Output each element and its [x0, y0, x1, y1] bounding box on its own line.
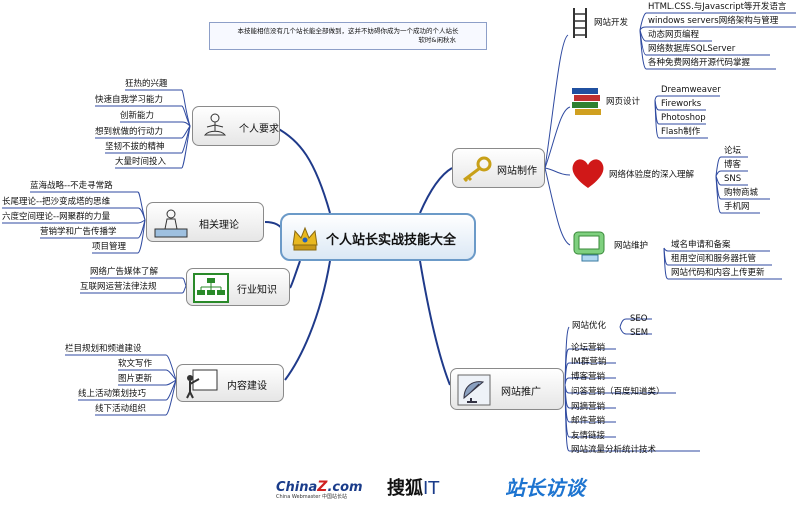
content-item-4: 线上活动策划技巧 — [78, 389, 147, 399]
design-item-4: Flash制作 — [661, 127, 701, 137]
sohu-it-logo[interactable]: 搜狐IT — [387, 474, 439, 500]
promo-item-8: 网站流量分析统计技术 — [571, 445, 657, 455]
promo-item-1: 论坛营销 — [571, 343, 606, 353]
chinaz-logo-z: Z — [317, 479, 328, 495]
note-line-1: 本技能相信没有几个站长能全部做到，这并不妨碍你成为一个成功的个人站长 — [237, 27, 459, 35]
dev-item-2: windows servers网络架构与管理 — [648, 16, 779, 26]
design-item-3: Photoshop — [661, 113, 706, 123]
node-make-title: 网站制作 — [497, 166, 537, 177]
org-chart-icon — [193, 273, 229, 303]
theory-item-5: 项目管理 — [92, 242, 127, 252]
personal-item-6: 大量时间投入 — [115, 157, 167, 167]
opt-item-2: SEM — [630, 328, 649, 338]
content-item-2: 软文写作 — [118, 359, 153, 369]
maintain-title: 网站维护 — [614, 241, 649, 251]
node-promo[interactable]: 网站推广 — [450, 368, 564, 410]
theory-item-2: 长尾理论--把沙变成塔的思维 — [2, 197, 111, 207]
heart-icon — [572, 159, 604, 188]
note-line-2: 软时&闲秋水 — [418, 36, 456, 44]
personal-item-3: 创新能力 — [120, 111, 155, 121]
dev-item-1: HTML.CSS.与Javascript等开发语言 — [648, 2, 787, 12]
dev-item-5: 各种免费网络开源代码掌握 — [648, 58, 751, 68]
maintain-item-3: 网站代码和内容上传更新 — [671, 268, 765, 278]
node-content-title: 内容建设 — [227, 381, 267, 392]
chinaz-logo-com: .com — [327, 480, 363, 495]
sohu-logo-text: 搜狐 — [387, 478, 423, 499]
node-industry[interactable]: 行业知识 — [186, 268, 290, 306]
note-box: 本技能相信没有几个站长能全部做到，这并不妨碍你成为一个成功的个人站长 软时&闲秋… — [209, 22, 487, 50]
center-node[interactable]: 个人站长实战技能大全 — [280, 213, 476, 261]
node-make[interactable]: 网站制作 — [452, 148, 545, 188]
promo-item-6: 邮件营销 — [571, 416, 606, 426]
chinaz-logo-main: China — [276, 480, 318, 495]
presenter-board-icon — [186, 369, 218, 399]
design-title: 网页设计 — [606, 97, 641, 107]
theory-item-3: 六度空间理论--网聚群的力量 — [2, 212, 111, 222]
center-title: 个人站长实战技能大全 — [326, 233, 457, 248]
node-content[interactable]: 内容建设 — [176, 364, 284, 402]
chinaz-logo-sub: China Webmaster 中国站长站 — [276, 494, 347, 500]
community-item-5: 手机网 — [724, 202, 750, 212]
promo-item-4: 问答营销（百度知道类） — [571, 387, 665, 397]
opt-title: 网站优化 — [572, 321, 607, 331]
community-item-1: 论坛 — [724, 146, 742, 156]
theory-item-1: 蓝海战略--不走寻常路 — [30, 181, 113, 191]
content-item-5: 线下活动组织 — [95, 404, 147, 414]
dev-title: 网站开发 — [594, 18, 629, 28]
content-item-3: 图片更新 — [118, 374, 153, 384]
design-item-2: Fireworks — [661, 99, 702, 109]
key-icon — [463, 156, 492, 183]
community-item-4: 购物商城 — [724, 188, 759, 198]
node-promo-title: 网站推广 — [501, 387, 541, 398]
satellite-dish-icon — [457, 374, 491, 406]
promo-item-7: 友情链接 — [571, 431, 606, 441]
personal-item-4: 想到就做的行动力 — [95, 127, 164, 137]
theory-item-4: 营销学和广告传播学 — [40, 227, 117, 237]
sohu-it-text: IT — [423, 478, 440, 499]
node-theory[interactable]: 相关理论 — [146, 202, 264, 242]
node-personal[interactable]: 个人要求 — [192, 106, 280, 146]
content-item-1: 栏目规划和频道建设 — [65, 344, 142, 354]
promo-item-2: IM群营销 — [571, 357, 607, 367]
community-title: 网络体验度的深入理解 — [609, 170, 695, 180]
design-item-1: Dreamweaver — [661, 85, 721, 95]
promo-item-3: 博客营销 — [571, 372, 606, 382]
promo-item-5: 网摘营销 — [571, 402, 606, 412]
node-personal-title: 个人要求 — [239, 124, 279, 135]
personal-item-1: 狂热的兴趣 — [125, 79, 168, 89]
dev-item-3: 动态网页编程 — [648, 30, 700, 40]
crown-icon — [292, 226, 318, 251]
ladder-icon — [573, 8, 587, 38]
books-icon — [572, 88, 601, 115]
industry-item-1: 网络广告媒体了解 — [90, 267, 159, 277]
maintain-item-1: 域名申请和备案 — [671, 240, 731, 250]
maintain-item-2: 租用空间和服务器托管 — [671, 254, 757, 264]
node-industry-title: 行业知识 — [237, 285, 277, 296]
chinaz-logo[interactable]: ChinaZ.com China Webmaster 中国站长站 — [276, 476, 363, 500]
desk-person-icon — [154, 209, 188, 238]
dev-item-4: 网络数据库SQLServer — [648, 44, 736, 54]
zhanzhang-interview-logo[interactable]: 站长访谈 — [505, 476, 585, 500]
community-item-3: SNS — [724, 174, 742, 184]
computer-screen-icon — [573, 231, 605, 262]
meditating-person-icon — [203, 113, 227, 136]
community-item-2: 博客 — [724, 160, 742, 170]
node-theory-title: 相关理论 — [199, 220, 239, 231]
personal-item-5: 坚韧不拔的精神 — [105, 142, 165, 152]
personal-item-2: 快速自我学习能力 — [95, 95, 164, 105]
opt-item-1: SEO — [630, 314, 648, 324]
industry-item-2: 互联网运营法律法规 — [80, 282, 157, 292]
